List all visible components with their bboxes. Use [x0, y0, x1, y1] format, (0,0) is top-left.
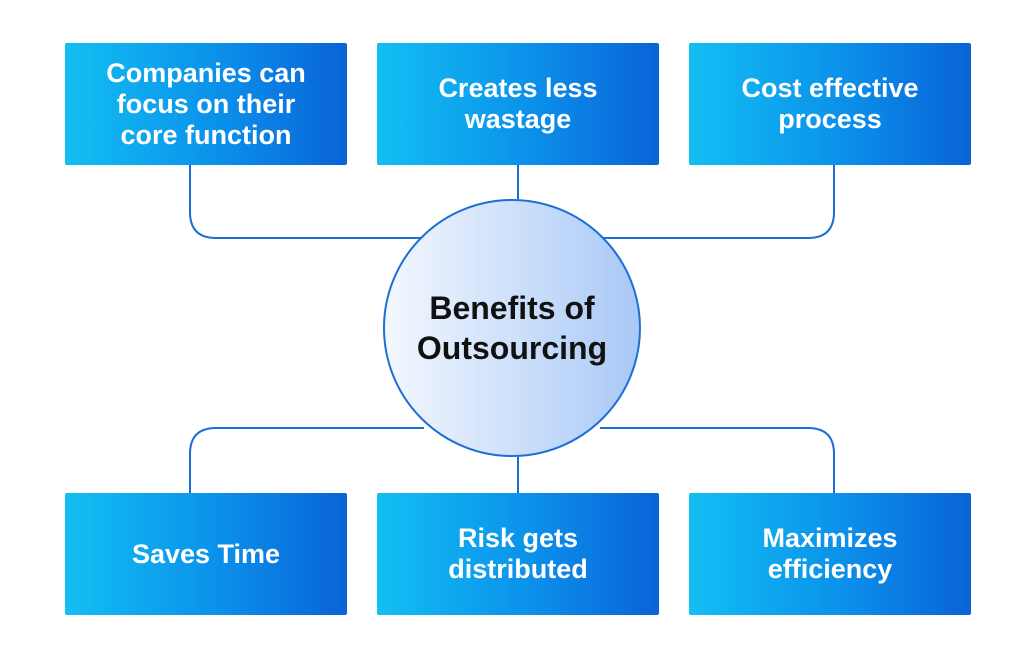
benefit-box-focus-core-function: Companies can focus on their core functi…: [65, 43, 347, 165]
benefit-box-cost-effective: Cost effective process: [689, 43, 971, 165]
benefit-label: Risk gets distributed: [448, 523, 588, 584]
benefit-box-less-wastage: Creates less wastage: [377, 43, 659, 165]
connector-bottom-left: [189, 427, 424, 493]
benefit-label: Companies can focus on their core functi…: [106, 57, 306, 150]
central-hub-circle: Benefits of Outsourcing: [383, 199, 641, 457]
benefit-label: Creates less wastage: [438, 73, 598, 134]
benefit-label: Cost effective process: [741, 73, 919, 134]
connector-top-left: [189, 165, 424, 239]
benefit-box-saves-time: Saves Time: [65, 493, 347, 615]
connector-bottom-right: [600, 427, 835, 493]
benefit-box-maximizes-efficiency: Maximizes efficiency: [689, 493, 971, 615]
benefit-label: Maximizes efficiency: [762, 523, 898, 584]
connector-top-right: [600, 165, 835, 239]
benefit-box-risk-distributed: Risk gets distributed: [377, 493, 659, 615]
benefit-label: Saves Time: [131, 538, 281, 569]
hub-title: Benefits of Outsourcing: [416, 290, 608, 366]
